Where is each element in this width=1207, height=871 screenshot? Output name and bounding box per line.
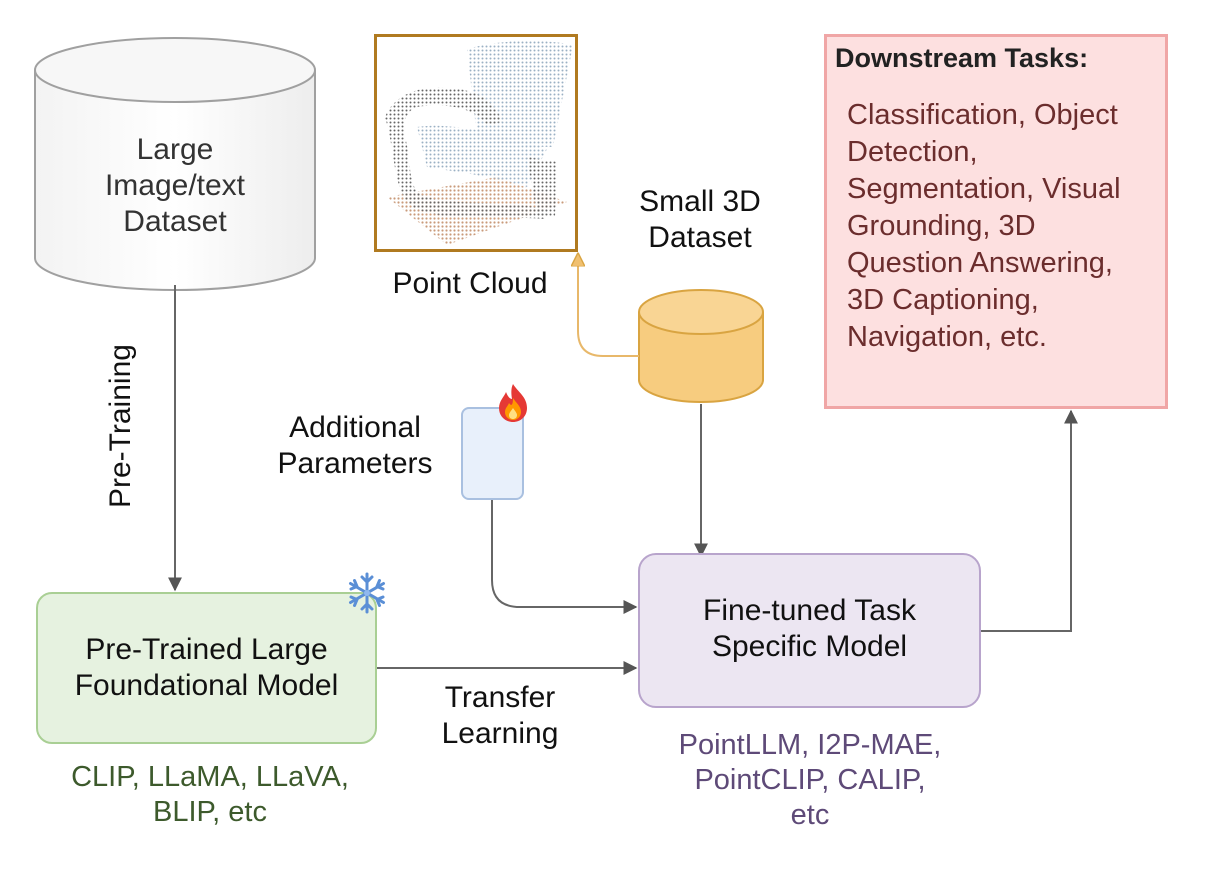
additional-parameters-box xyxy=(461,407,524,500)
foundational-model-box: Pre-Trained Large Foundational Model xyxy=(36,592,377,744)
additional-parameters-label: Additional Parameters xyxy=(277,411,433,480)
transfer-learning-label: Transfer Learning xyxy=(441,681,559,750)
downstream-tasks-box: Downstream Tasks: Classification, Object… xyxy=(824,34,1168,409)
chair-point-cloud-icon xyxy=(385,41,573,245)
pretraining-label: Pre-Training xyxy=(104,344,137,508)
point-cloud-image xyxy=(374,34,578,252)
parameters-arrow xyxy=(491,500,638,614)
small-dataset-cylinder xyxy=(638,289,764,403)
large-dataset-label: Large Image/text Dataset xyxy=(104,133,246,238)
downstream-tasks-title: Downstream Tasks: xyxy=(835,43,1089,73)
dataset-to-pointcloud-arrow xyxy=(578,254,639,357)
model-to-downstream-arrow xyxy=(980,409,1078,632)
finetuned-model-examples: PointLLM, I2P-MAE, PointCLIP, CALIP, etc xyxy=(678,729,942,831)
downstream-tasks-list: Classification, Object Detection, Segmen… xyxy=(847,99,1121,353)
snowflake-icon xyxy=(349,572,385,614)
finetuned-model-label: Fine-tuned Task Specific Model xyxy=(703,594,916,663)
small-dataset-label: Small 3D Dataset xyxy=(639,185,761,254)
point-cloud-label: Point Cloud xyxy=(392,267,548,300)
large-dataset-cylinder xyxy=(34,37,316,291)
foundational-model-label: Pre-Trained Large Foundational Model xyxy=(74,633,339,702)
foundational-model-examples: CLIP, LLaMA, LLaVA, BLIP, etc xyxy=(71,761,349,828)
finetuned-model-box: Fine-tuned Task Specific Model xyxy=(638,553,981,708)
fire-icon xyxy=(499,384,527,422)
